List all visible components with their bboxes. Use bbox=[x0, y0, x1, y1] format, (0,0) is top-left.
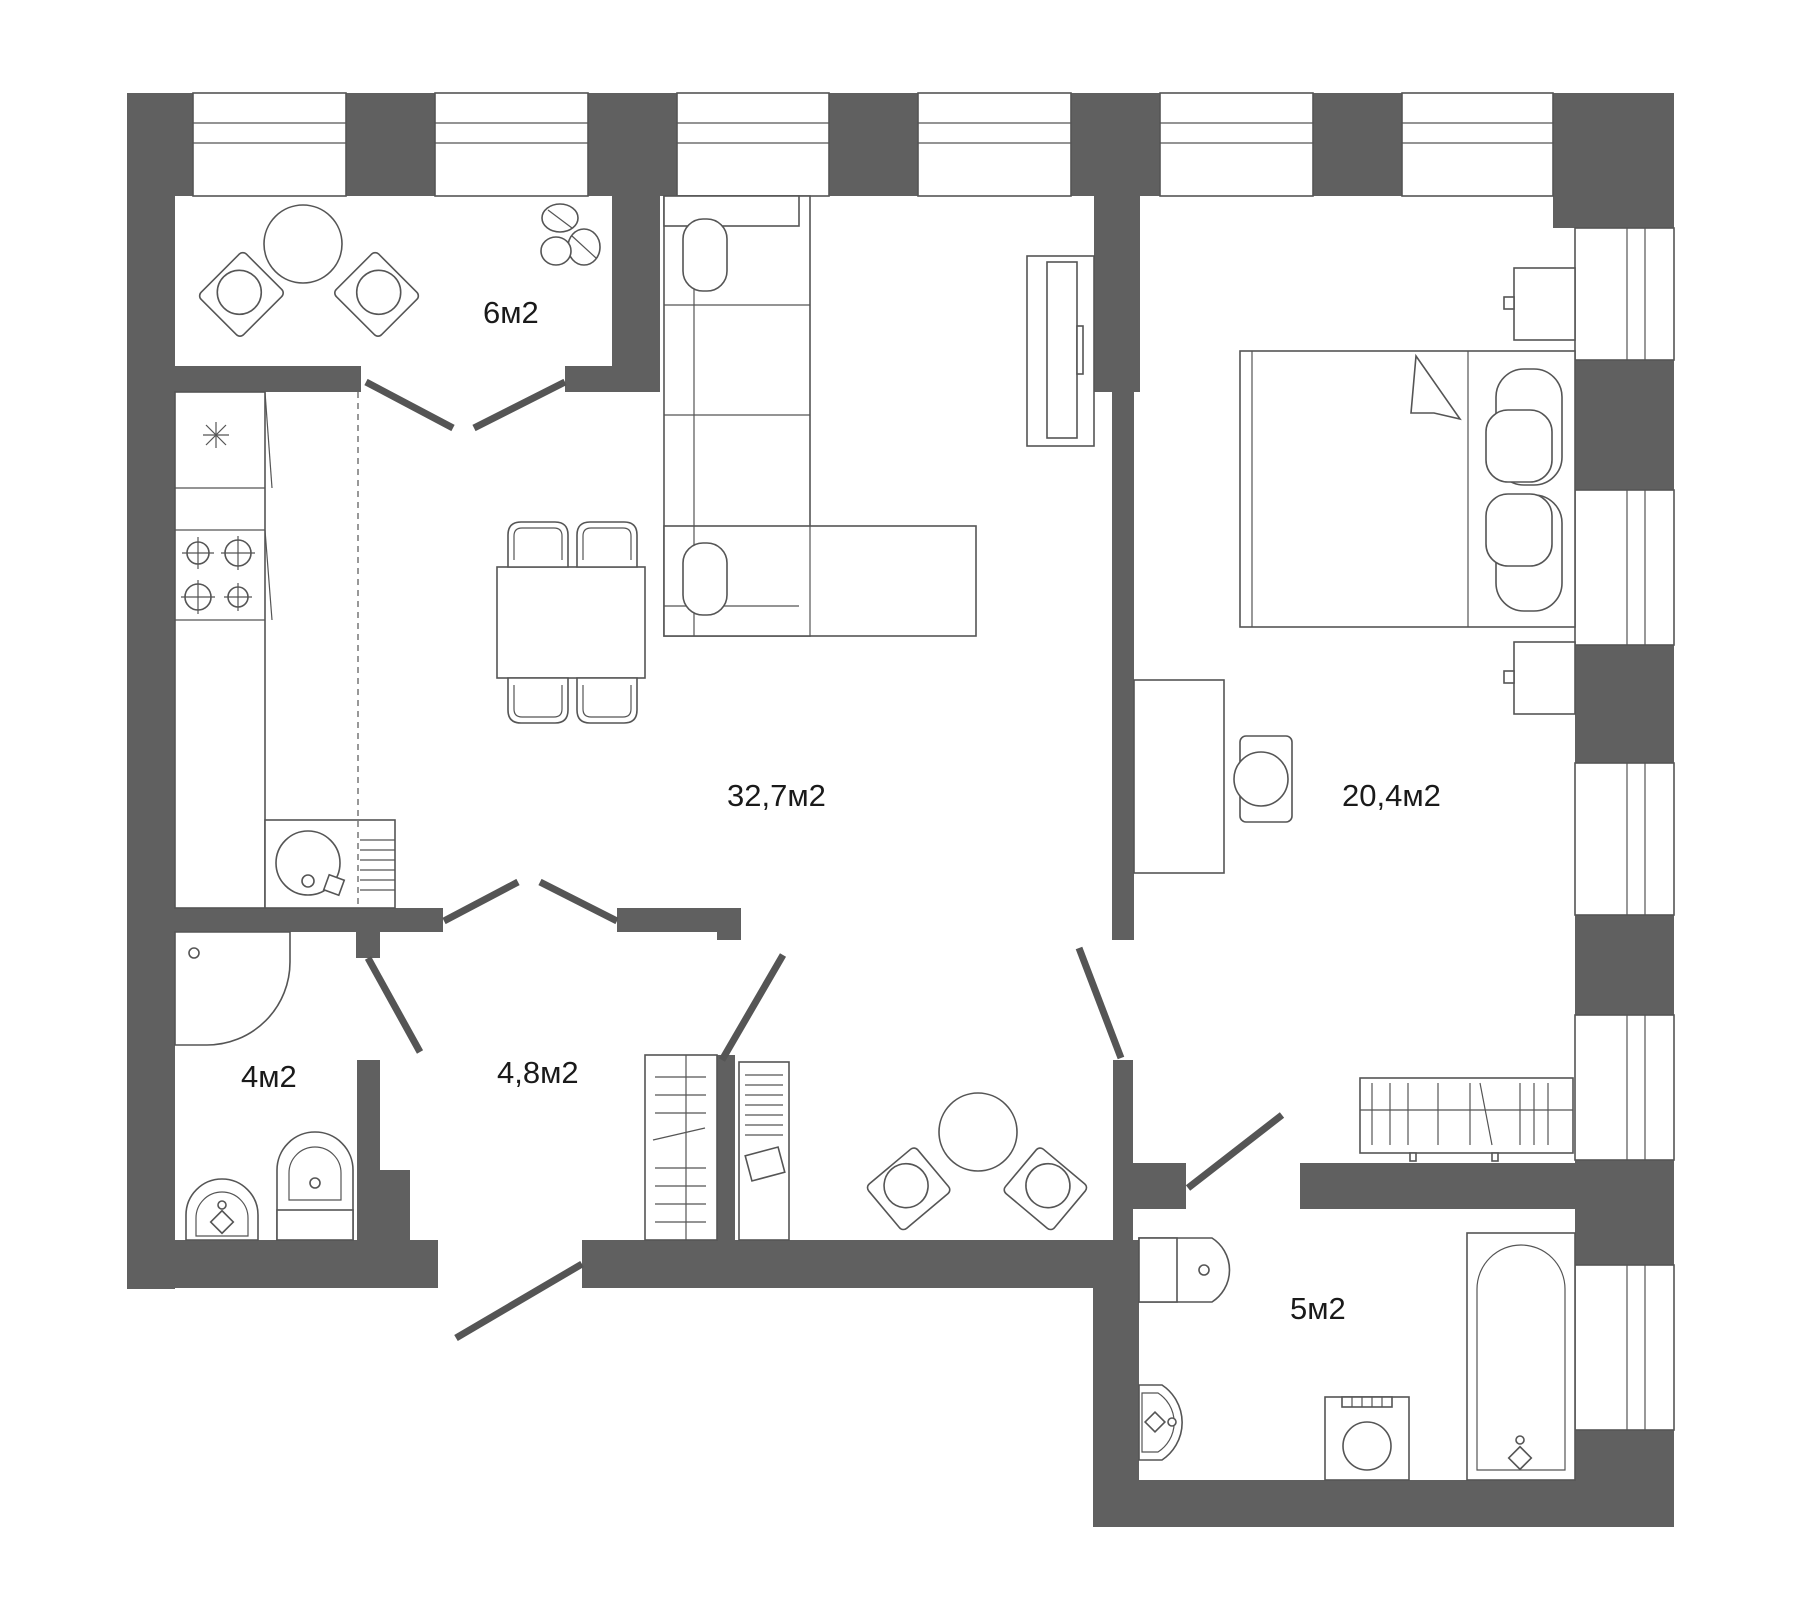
balcony-chair-right bbox=[334, 251, 420, 337]
area-label-bath-large: 5м2 bbox=[1290, 1291, 1346, 1326]
kitchen bbox=[174, 391, 396, 909]
kitchen-counter bbox=[174, 391, 266, 909]
window-right-2 bbox=[1574, 489, 1675, 646]
area-label-bath-small: 4м2 bbox=[241, 1059, 297, 1094]
window-top-5 bbox=[1159, 92, 1314, 197]
door-balcony-right bbox=[472, 378, 567, 432]
walls bbox=[127, 93, 1674, 1527]
doors bbox=[364, 378, 1285, 1342]
bathroom-small bbox=[174, 931, 354, 1241]
dining bbox=[496, 521, 646, 724]
stove-icon bbox=[181, 536, 255, 614]
area-labels: 6м2 32,7м2 20,4м2 4,8м2 4м2 5м2 bbox=[241, 295, 1441, 1326]
window-top-4 bbox=[917, 92, 1072, 197]
pillow bbox=[1485, 409, 1553, 483]
door-bath-large bbox=[1185, 1112, 1285, 1191]
door-bath-small bbox=[364, 956, 424, 1054]
hall-chair bbox=[866, 1147, 951, 1231]
area-label-balcony: 6м2 bbox=[483, 295, 539, 330]
dining-chair bbox=[576, 521, 638, 568]
window-top-3 bbox=[676, 92, 830, 197]
area-label-living: 32,7м2 bbox=[727, 778, 826, 813]
window-right-5 bbox=[1574, 1264, 1675, 1431]
dining-chair bbox=[507, 521, 569, 568]
window-top-1 bbox=[192, 92, 347, 197]
windows bbox=[192, 92, 1675, 1431]
window-right-3 bbox=[1574, 762, 1675, 916]
desk bbox=[1133, 679, 1225, 874]
dining-chair bbox=[507, 677, 569, 724]
door-wardrobe bbox=[718, 953, 787, 1062]
area-label-bedroom: 20,4м2 bbox=[1342, 778, 1441, 813]
bedroom-furniture bbox=[1133, 267, 1576, 1162]
dining-table bbox=[496, 566, 646, 679]
toilet bbox=[1138, 1237, 1231, 1303]
balcony-furniture bbox=[198, 203, 601, 337]
shoe-cabinet bbox=[738, 1061, 790, 1241]
hall-chair bbox=[1003, 1147, 1088, 1231]
tv-stand bbox=[1026, 255, 1095, 447]
hall-table bbox=[938, 1092, 1018, 1172]
bathroom-large bbox=[1138, 1232, 1576, 1481]
balcony-table bbox=[263, 204, 343, 284]
bookshelf bbox=[1359, 1077, 1574, 1162]
nightstand bbox=[1513, 267, 1576, 341]
toilet bbox=[276, 1131, 354, 1241]
door-bedroom bbox=[1075, 946, 1125, 1060]
window-right-4 bbox=[1574, 1014, 1675, 1161]
door-kitchen-hall-left bbox=[442, 878, 520, 925]
sink bbox=[264, 819, 396, 909]
window-top-6 bbox=[1401, 92, 1554, 197]
hood-icon bbox=[203, 422, 229, 448]
shower-cabin bbox=[174, 931, 291, 1046]
nightstand bbox=[1513, 641, 1576, 715]
area-label-hall: 4,8м2 bbox=[497, 1055, 579, 1090]
balcony-chair-left bbox=[198, 251, 284, 337]
sofa-cushion bbox=[682, 218, 728, 292]
wardrobe bbox=[644, 1054, 718, 1241]
sofa bbox=[663, 195, 977, 637]
pillow bbox=[1485, 493, 1553, 567]
bed bbox=[1239, 350, 1576, 628]
washing-machine bbox=[1324, 1396, 1410, 1481]
plant-icon bbox=[540, 203, 601, 266]
window-top-2 bbox=[434, 92, 589, 197]
door-kitchen-hall-right bbox=[538, 878, 619, 925]
washbasin bbox=[1138, 1384, 1183, 1461]
sofa-cushion bbox=[682, 542, 728, 616]
window-right-1 bbox=[1574, 227, 1675, 361]
bathtub bbox=[1466, 1232, 1576, 1481]
door-balcony-left bbox=[364, 378, 455, 432]
dining-chair bbox=[576, 677, 638, 724]
door-entrance bbox=[454, 1260, 584, 1342]
hall-furniture bbox=[866, 1092, 1088, 1231]
washbasin bbox=[185, 1178, 259, 1241]
desk-chair bbox=[1233, 735, 1293, 823]
